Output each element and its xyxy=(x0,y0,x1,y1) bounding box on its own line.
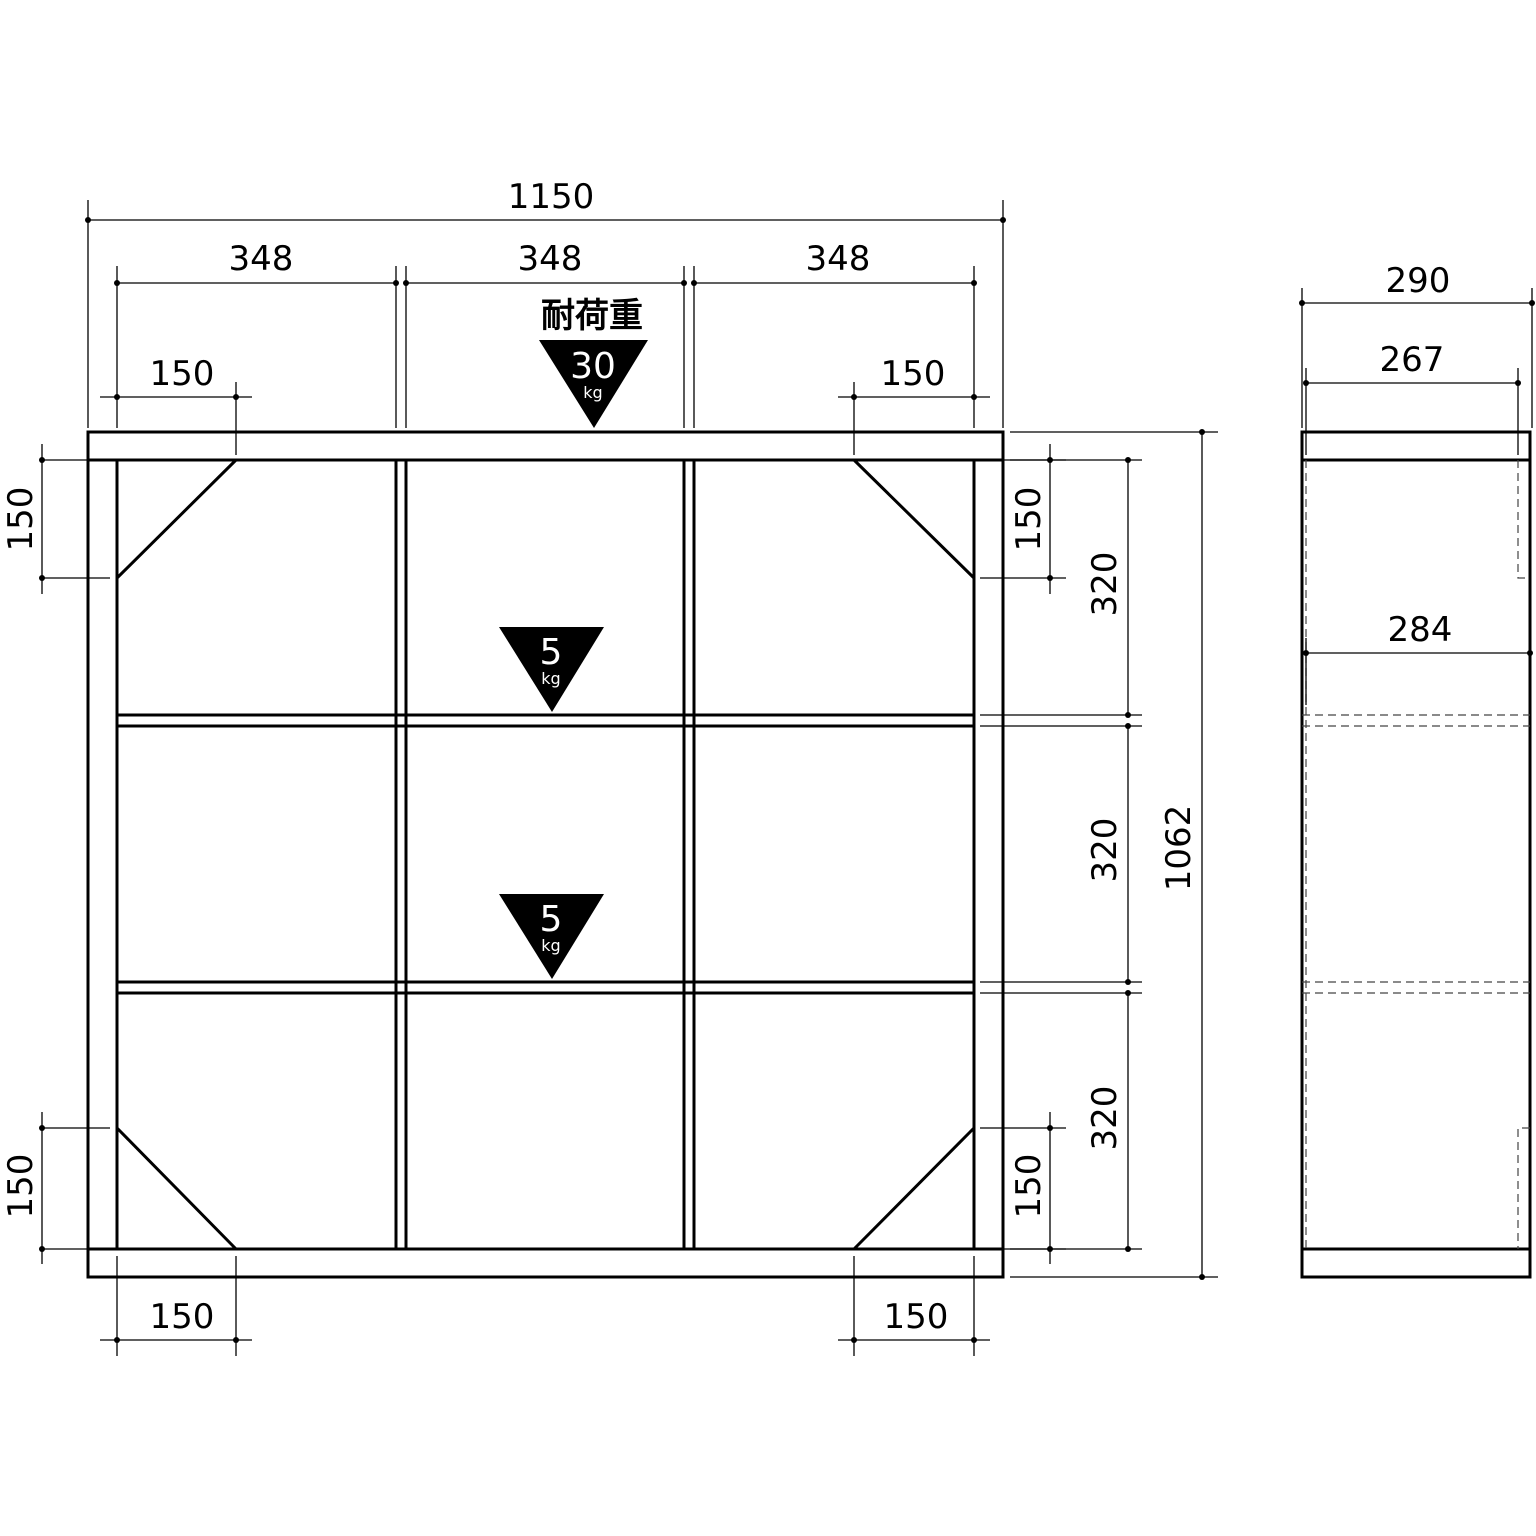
load-badge-top: 30 kg xyxy=(539,340,648,428)
load-triangle-middle xyxy=(499,627,604,712)
load-unit-lower: kg xyxy=(541,936,560,955)
dim-inner-depth: 267 xyxy=(1380,340,1445,380)
dim-brace-top-left: 150 xyxy=(150,354,215,394)
brace-bottom-left xyxy=(115,1126,238,1251)
divider-left xyxy=(394,458,408,1251)
side-dimensions: 290 267 284 xyxy=(1299,261,1535,705)
load-unit-top: kg xyxy=(583,383,602,402)
brace-bottom-right xyxy=(852,1126,976,1251)
load-triangle-lower xyxy=(499,894,604,979)
dim-column-width-1: 348 xyxy=(229,239,294,279)
side-top-board xyxy=(1300,430,1532,462)
dim-overall-depth: 290 xyxy=(1386,261,1451,301)
dim-shelf-height-3: 320 xyxy=(1085,1086,1125,1151)
load-badges: 耐荷重 30 kg 5 kg 5 kg xyxy=(499,296,648,979)
dim-brace-left-upper: 150 xyxy=(1,487,41,552)
dim-brace-left-lower: 150 xyxy=(1,1154,41,1219)
load-capacity-label: 耐荷重 xyxy=(541,296,643,336)
load-value-top: 30 xyxy=(570,346,616,387)
bottom-board xyxy=(86,1247,1005,1279)
dim-brace-bottom-right: 150 xyxy=(884,1297,949,1337)
load-value-middle: 5 xyxy=(540,632,563,673)
dim-brace-top-right: 150 xyxy=(881,354,946,394)
dim-shelf-height-1: 320 xyxy=(1085,552,1125,617)
load-badge-middle: 5 kg xyxy=(499,627,604,712)
load-value-lower: 5 xyxy=(540,899,563,940)
dim-shelf-depth: 284 xyxy=(1388,610,1453,650)
brace-top-left xyxy=(115,458,238,580)
load-unit-middle: kg xyxy=(541,669,560,688)
shelf-upper xyxy=(115,713,976,728)
load-triangle-top xyxy=(539,340,648,428)
dim-overall-width: 1150 xyxy=(508,177,595,217)
brace-top-right xyxy=(852,458,976,580)
shelf-lower xyxy=(115,980,976,995)
divider-right xyxy=(682,458,696,1251)
dim-brace-right-lower: 150 xyxy=(1009,1154,1049,1219)
front-view xyxy=(86,430,1005,1279)
dim-column-width-3: 348 xyxy=(806,239,871,279)
dim-column-width-2: 348 xyxy=(518,239,583,279)
dim-shelf-height-2: 320 xyxy=(1085,818,1125,883)
dim-brace-right-upper: 150 xyxy=(1009,487,1049,552)
load-badge-lower: 5 kg xyxy=(499,894,604,979)
side-bottom-board xyxy=(1300,1247,1532,1279)
front-dimensions: 1150 348 348 348 150 150 150 xyxy=(1,177,1218,1356)
dim-brace-bottom-left: 150 xyxy=(150,1297,215,1337)
dim-overall-height: 1062 xyxy=(1159,805,1199,892)
top-board xyxy=(86,430,1005,462)
side-view xyxy=(1300,430,1532,1279)
